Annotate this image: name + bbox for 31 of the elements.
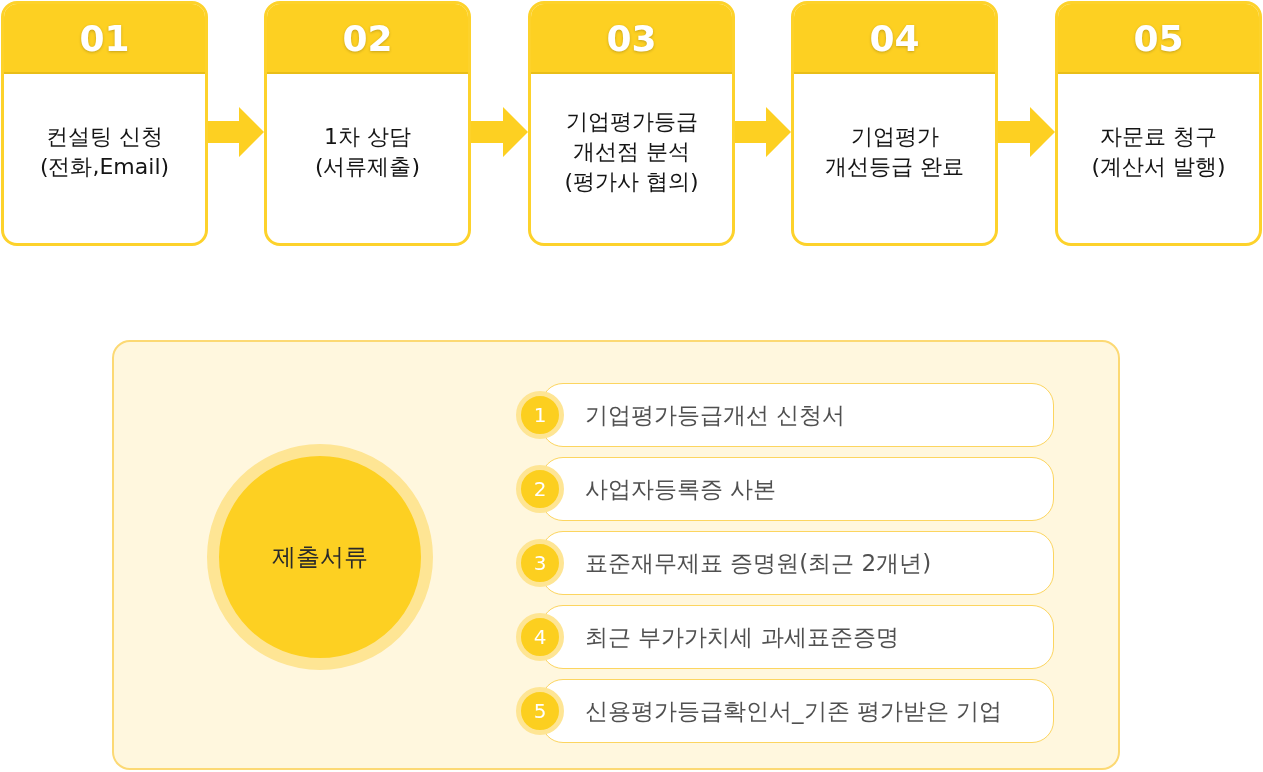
document-name: 신용평가등급확인서_기존 평가받은 기업 bbox=[585, 696, 1003, 726]
step-card bbox=[1, 1, 208, 246]
document-name: 최근 부가가치세 과세표준증명 bbox=[585, 622, 899, 652]
documents-panel bbox=[112, 340, 1120, 770]
number-badge: 4 bbox=[516, 613, 564, 661]
step-card bbox=[528, 1, 735, 246]
document-name: 기업평가등급개선 신청서 bbox=[585, 400, 846, 430]
step-label: 기업평가등급 개선점 분석 (평가사 협의) bbox=[563, 107, 700, 196]
arrow bbox=[471, 107, 528, 158]
arrow bbox=[208, 107, 264, 158]
step-label: 기업평가 개선등급 완료 bbox=[824, 122, 965, 181]
number-badge: 5 bbox=[516, 687, 564, 735]
step-card bbox=[264, 1, 471, 246]
number-badge: 3 bbox=[516, 539, 564, 587]
step-header: 01 bbox=[4, 4, 205, 74]
arrow bbox=[735, 107, 791, 158]
step-header: 02 bbox=[267, 4, 468, 74]
step-card bbox=[791, 1, 998, 246]
step-card bbox=[1055, 1, 1262, 246]
document-name: 표준재무제표 증명원(최근 2개년) bbox=[585, 548, 932, 578]
number-badge: 1 bbox=[516, 391, 564, 439]
step-label: 1차 상담 (서류제출) bbox=[313, 122, 422, 181]
step-header: 04 bbox=[794, 4, 995, 74]
number-badge: 2 bbox=[516, 465, 564, 513]
document-name: 사업자등록증 사본 bbox=[585, 474, 777, 504]
step-header: 05 bbox=[1058, 4, 1259, 74]
circle-label: 제출서류 bbox=[272, 542, 368, 573]
step-label: 컨설팅 신청 (전화,Email) bbox=[38, 122, 171, 181]
arrow bbox=[998, 107, 1055, 158]
step-label: 자문료 청구 (계산서 발행) bbox=[1090, 122, 1227, 181]
step-header: 03 bbox=[531, 4, 732, 74]
